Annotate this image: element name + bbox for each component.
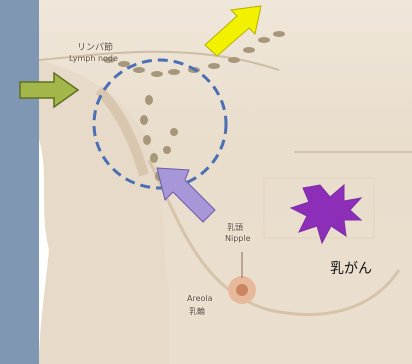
region-box (263, 177, 375, 239)
armpit-shadow (95, 86, 149, 177)
areola-label-en: Areola (187, 294, 213, 303)
lymph-label-jp: リンパ節 (77, 43, 114, 53)
lymph-node-chain (103, 31, 285, 181)
yellow-arrow-icon (204, 5, 262, 57)
axillary-dashed-circle (92, 58, 228, 190)
clavicle-line (39, 50, 280, 71)
anatomy-drawing (39, 5, 412, 364)
nipple-label-en: Nipple (225, 234, 251, 243)
lymph-label-en: Lymph node (69, 54, 118, 63)
arm-gap (39, 140, 49, 364)
cancer-caption: 乳がん (330, 261, 372, 277)
nipple-label-jp: 乳頭 (227, 223, 243, 232)
anatomy-illustration: リンパ節 Lymph node 乳頭 Nipple Areola 乳輪 乳がん (39, 0, 412, 364)
green-arrow-icon (19, 72, 80, 109)
purple-arrow-icon (156, 167, 216, 223)
tumor-star-icon (289, 183, 363, 245)
nipple-shape (236, 284, 248, 296)
areola-label-jp: 乳輪 (189, 307, 205, 316)
torso-shade-left (39, 60, 169, 364)
breast-contour (147, 159, 401, 316)
